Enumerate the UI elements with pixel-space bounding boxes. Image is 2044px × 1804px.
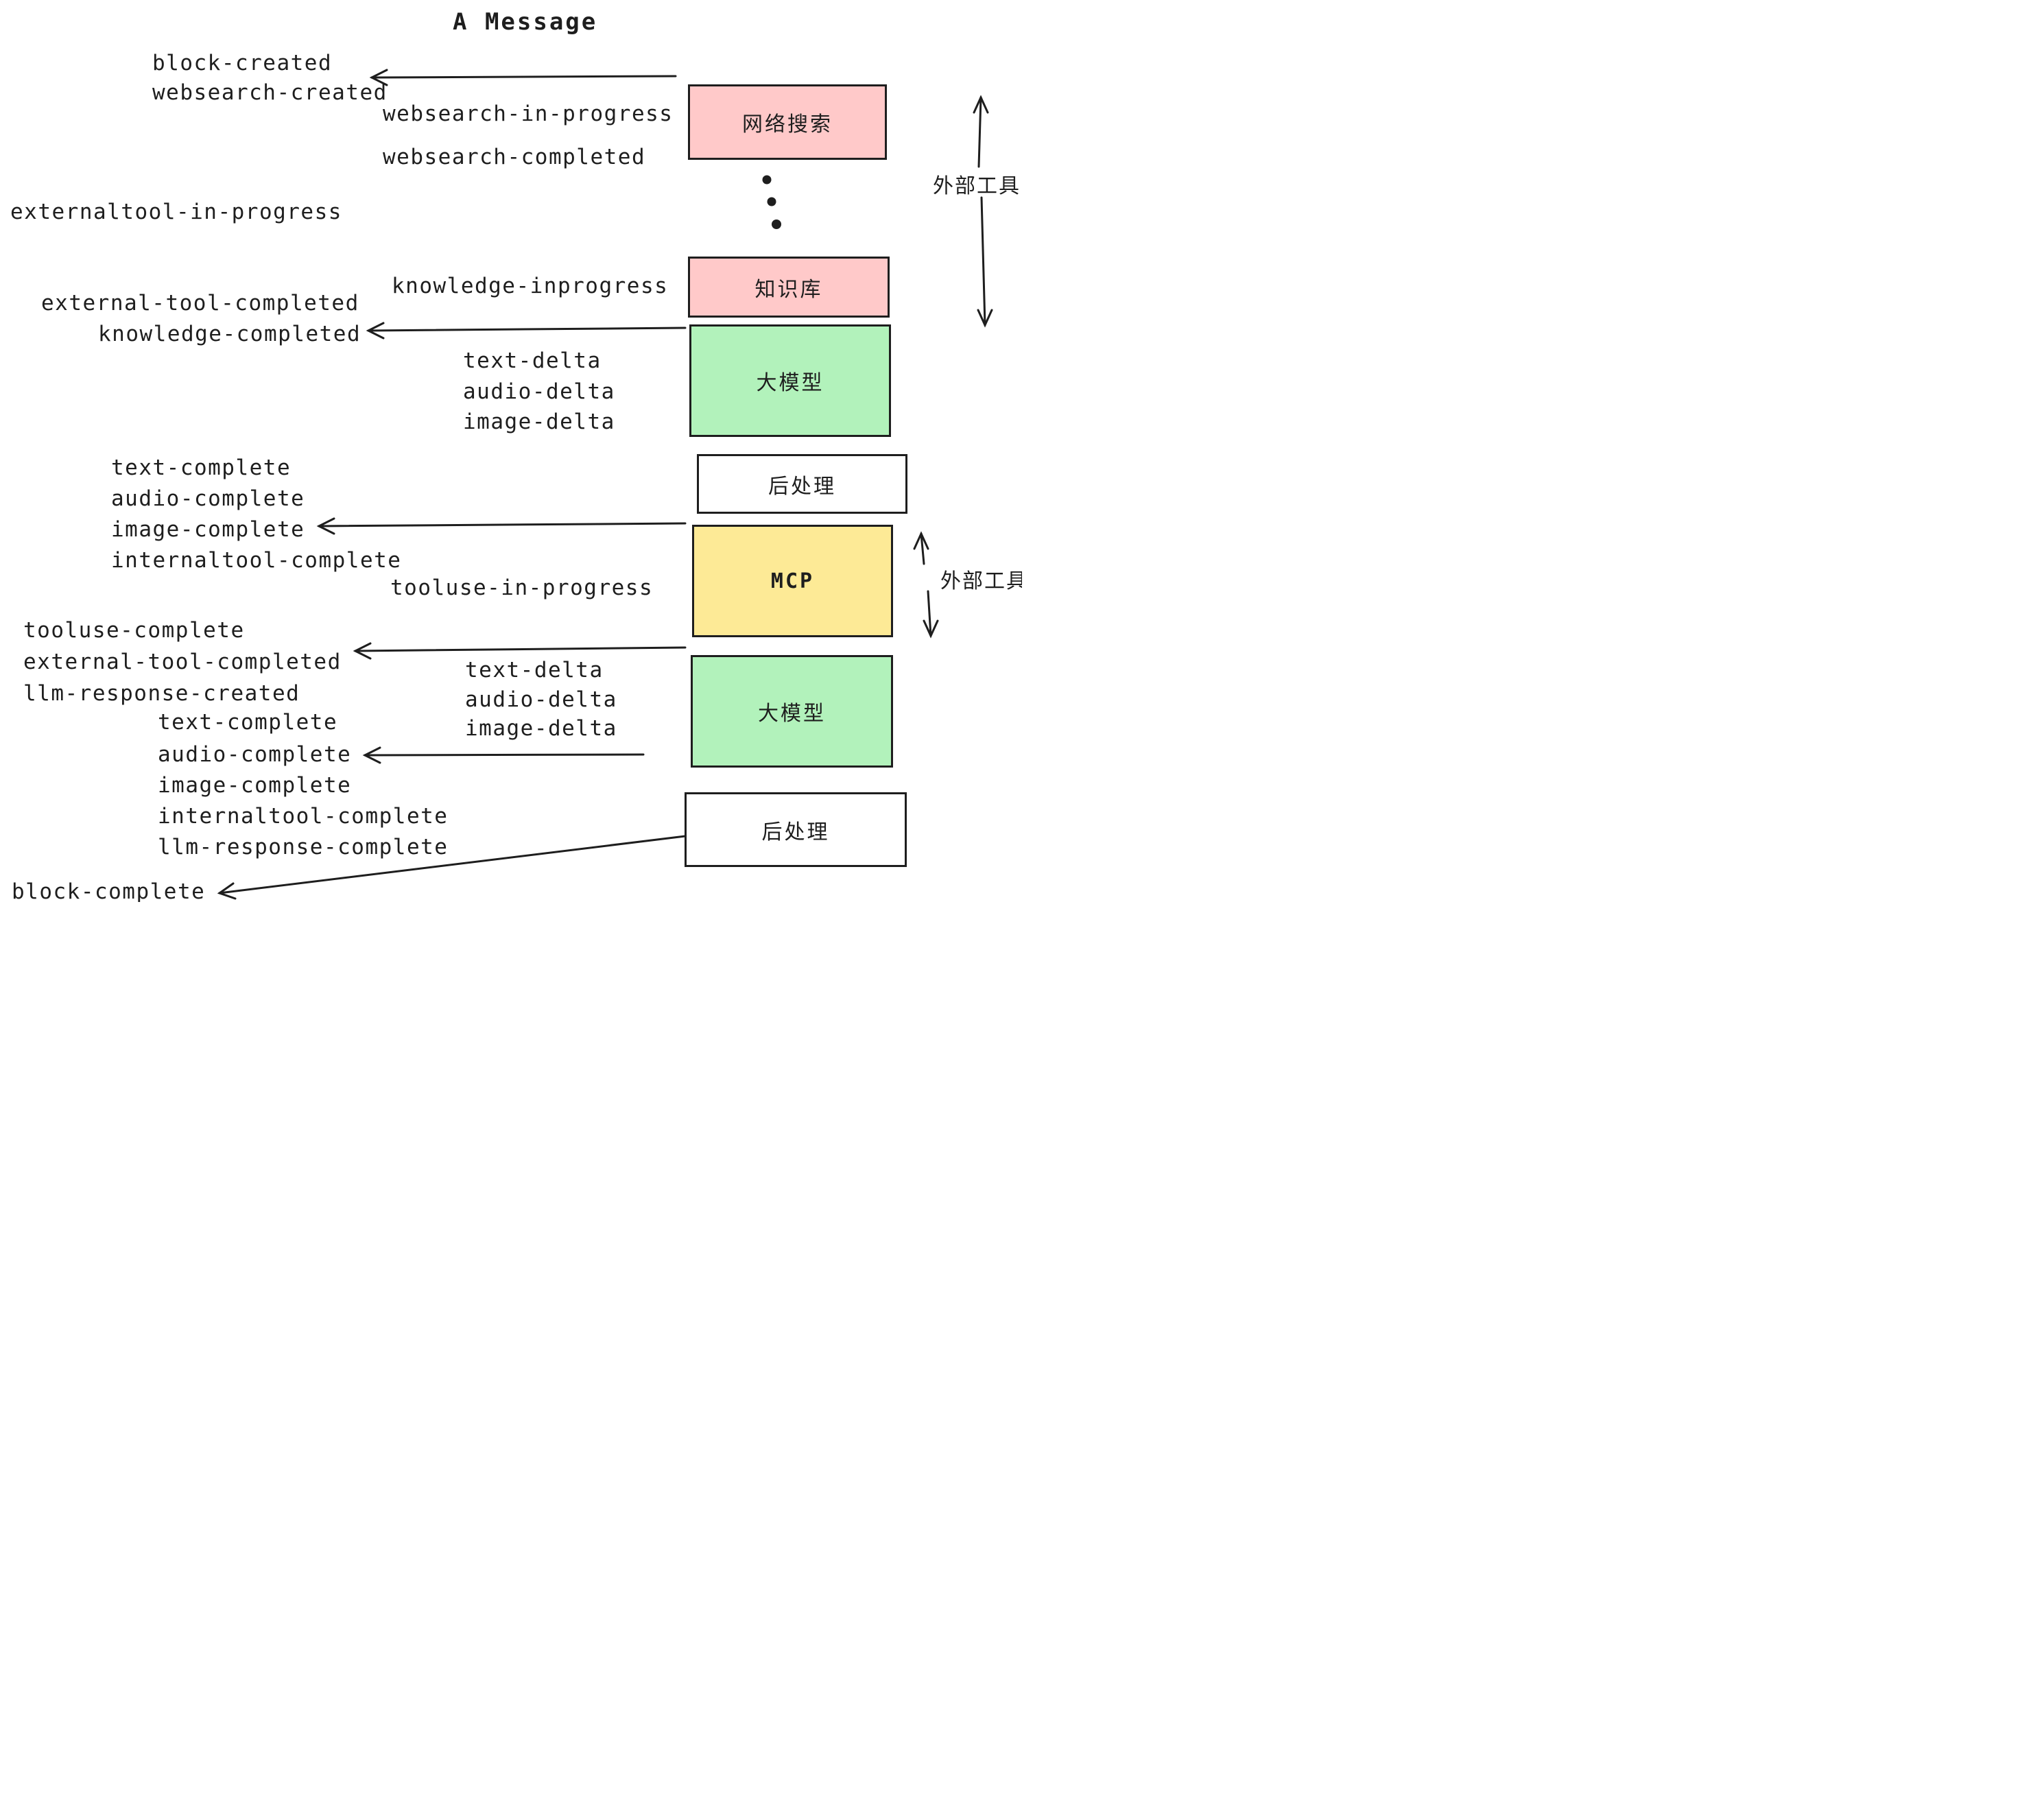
llm-box-2: 大模型 bbox=[691, 655, 893, 768]
event-image-complete-2: image-complete bbox=[158, 773, 352, 798]
arrow-to-websearch-created-icon bbox=[369, 69, 677, 86]
knowledge-box: 知识库 bbox=[688, 257, 890, 318]
llm-box-1: 大模型 bbox=[689, 324, 891, 437]
event-text-delta-2: text-delta bbox=[465, 658, 604, 683]
event-websearch-completed: websearch-completed bbox=[383, 145, 646, 169]
event-external-tool-completed-1: external-tool-completed bbox=[41, 291, 359, 316]
event-external-tool-completed-2: external-tool-completed bbox=[23, 650, 342, 674]
arrows-layer bbox=[217, 69, 993, 900]
external-tools-down-arrow-icon bbox=[977, 196, 993, 328]
event-image-complete-1: image-complete bbox=[111, 517, 305, 542]
knowledge-box-label: 知识库 bbox=[754, 277, 823, 302]
postprocess-box-1-label: 后处理 bbox=[768, 474, 836, 499]
diagram-title: A Message bbox=[453, 8, 598, 36]
event-tooluse-complete: tooluse-complete bbox=[23, 618, 245, 643]
event-knowledge-completed: knowledge-completed bbox=[98, 322, 361, 346]
event-internaltool-complete-1: internaltool-complete bbox=[111, 548, 402, 573]
event-audio-complete-1: audio-complete bbox=[111, 486, 305, 511]
event-websearch-created: websearch-created bbox=[152, 80, 388, 105]
event-text-complete-1: text-complete bbox=[111, 455, 292, 480]
mcp-box-label: MCP bbox=[770, 569, 815, 593]
arrow-to-image-complete-icon bbox=[316, 517, 687, 535]
event-block-complete: block-complete bbox=[12, 879, 206, 902]
mcp-box: MCP bbox=[692, 525, 893, 637]
event-websearch-in-progress: websearch-in-progress bbox=[383, 102, 674, 126]
event-image-delta-1: image-delta bbox=[463, 410, 615, 434]
llm-box-2-label: 大模型 bbox=[758, 702, 826, 726]
postprocess-box-1: 后处理 bbox=[697, 454, 907, 514]
event-llm-response-created: llm-response-created bbox=[23, 681, 300, 706]
postprocess-box-2: 后处理 bbox=[685, 792, 907, 867]
event-llm-response-complete: llm-response-complete bbox=[158, 835, 449, 859]
mcp-external-tools-up-arrow-icon bbox=[913, 531, 929, 565]
arrow-to-audio-complete-icon bbox=[362, 746, 645, 764]
arrow-to-knowledge-completed-icon bbox=[366, 322, 687, 340]
vertical-ellipsis-icon bbox=[762, 175, 781, 229]
event-image-delta-2: image-delta bbox=[465, 716, 617, 741]
websearch-box-label: 网络搜索 bbox=[742, 112, 833, 137]
arrow-to-block-complete-icon bbox=[217, 835, 687, 900]
event-audio-delta-2: audio-delta bbox=[465, 687, 617, 712]
external-tools-label-2: 外部工具 bbox=[940, 569, 1022, 593]
llm-box-1-label: 大模型 bbox=[756, 371, 824, 395]
diagram-canvas: A Message block-created websearch-create… bbox=[0, 0, 1022, 902]
external-tools-label-1: 外部工具 bbox=[933, 174, 1021, 198]
arrow-to-tooluse-complete-icon bbox=[353, 642, 687, 660]
event-tooluse-in-progress: tooluse-in-progress bbox=[390, 575, 654, 600]
event-audio-delta-1: audio-delta bbox=[463, 379, 615, 404]
external-tools-up-arrow-icon bbox=[973, 95, 989, 168]
event-text-complete-2: text-complete bbox=[158, 710, 338, 735]
websearch-box: 网络搜索 bbox=[688, 84, 887, 160]
event-block-created: block-created bbox=[152, 51, 333, 75]
mcp-external-tools-down-arrow-icon bbox=[923, 590, 939, 639]
postprocess-box-2-label: 后处理 bbox=[761, 820, 830, 844]
event-externaltool-in-progress: externaltool-in-progress bbox=[10, 200, 342, 224]
event-knowledge-inprogress: knowledge-inprogress bbox=[392, 274, 669, 298]
event-text-delta-1: text-delta bbox=[463, 348, 602, 373]
event-audio-complete-2: audio-complete bbox=[158, 742, 352, 767]
event-internaltool-complete-2: internaltool-complete bbox=[158, 804, 449, 829]
